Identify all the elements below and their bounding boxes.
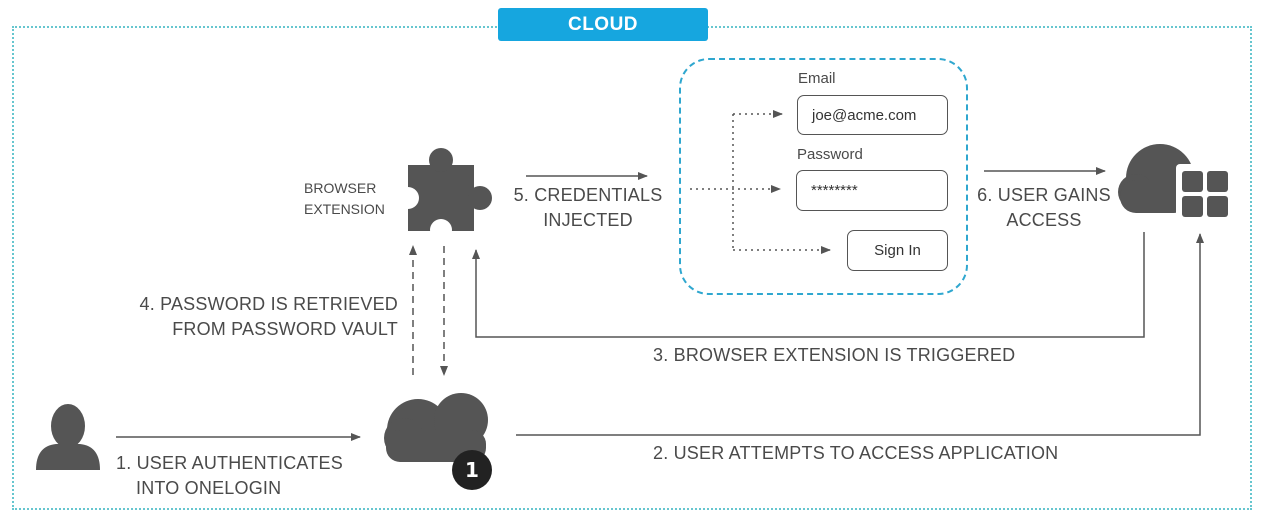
onelogin-badge: 1 — [452, 450, 492, 490]
password-field[interactable]: ******** — [796, 170, 948, 211]
step5-label: 5. CREDENTIALS INJECTED — [513, 185, 663, 230]
email-field[interactable]: joe@acme.com — [797, 95, 948, 135]
sign-in-button[interactable]: Sign In — [847, 230, 948, 271]
cloud-label: CLOUD — [498, 8, 708, 41]
puzzle-piece-icon — [397, 148, 492, 241]
step1-label: 1. USER AUTHENTICATES INTO ONELOGIN — [116, 453, 343, 498]
step2-label: 2. USER ATTEMPTS TO ACCESS APPLICATION — [653, 443, 1059, 463]
cloud-apps-icon — [1118, 144, 1232, 220]
password-label: Password — [797, 146, 863, 163]
step2-arrow — [516, 233, 1204, 436]
login-form-box — [679, 58, 968, 295]
step4-label: 4. PASSWORD IS RETRIEVED FROM PASSWORD V… — [139, 294, 398, 339]
browser-extension-label: BROWSER EXTENSION — [304, 180, 385, 217]
step3-label: 3. BROWSER EXTENSION IS TRIGGERED — [653, 345, 1016, 365]
step6-label: 6. USER GAINS ACCESS — [977, 185, 1111, 230]
email-label: Email — [798, 70, 836, 87]
user-icon — [36, 404, 100, 470]
injection-dotted-lines — [690, 110, 831, 254]
step3-arrow — [472, 232, 1145, 338]
